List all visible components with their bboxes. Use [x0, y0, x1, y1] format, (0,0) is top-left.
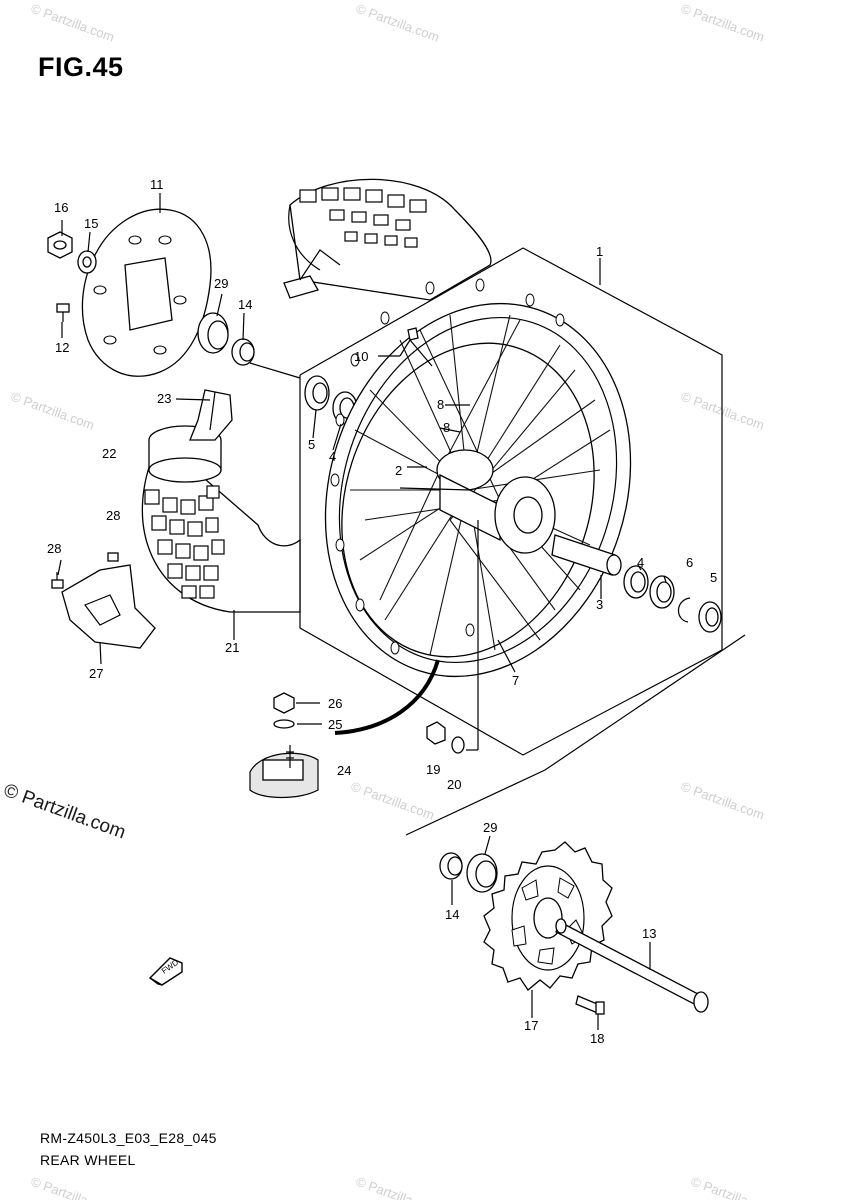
callout-5-left: 5 — [308, 437, 315, 452]
svg-text:© Partzilla.com: © Partzilla.com — [29, 1, 116, 45]
callout-28-upper: 28 — [106, 508, 120, 523]
bearing-right-1 — [623, 565, 649, 599]
callout-26: 26 — [328, 696, 342, 711]
disc-washer — [77, 250, 97, 274]
svg-text:© Partzilla.com: © Partzilla.com — [349, 779, 436, 823]
bearing-right-2 — [649, 575, 675, 609]
callout-28-lower: 28 — [47, 541, 61, 556]
svg-text:© Partzilla.com: © Partzilla.com — [29, 1174, 116, 1200]
callout-29-left: 29 — [214, 276, 228, 291]
callout-19: 19 — [426, 762, 440, 777]
callout-14-right: 14 — [445, 907, 459, 922]
oil-seal-right — [698, 601, 722, 633]
callout-4-right: 4 — [637, 555, 644, 570]
svg-text:© Partzilla.com: © Partzilla.com — [679, 389, 766, 433]
drawing-code: RM-Z450L3_E03_E28_045 — [40, 1130, 217, 1146]
callout-25: 25 — [328, 717, 342, 732]
rim-lock-washer — [273, 719, 295, 729]
rear-sprocket — [483, 841, 613, 991]
spoke-nut — [426, 721, 446, 745]
callout-13: 13 — [642, 926, 656, 941]
callout-23: 23 — [157, 391, 171, 406]
oil-seal-left — [304, 375, 330, 411]
svg-text:© Partzilla.com: © Partzilla.com — [9, 389, 96, 433]
rim-band — [334, 659, 440, 735]
callout-2: 2 — [395, 463, 402, 478]
rear-axle — [555, 918, 709, 1013]
callout-21: 21 — [225, 640, 239, 655]
tube-strap — [189, 389, 233, 441]
figure-title: FIG.45 — [38, 52, 124, 82]
disc-guard — [61, 552, 156, 649]
callout-7: 7 — [512, 673, 519, 688]
callout-14-left: 14 — [238, 297, 252, 312]
drawing-name: REAR WHEEL — [40, 1152, 136, 1168]
svg-text:© Partzilla.com: © Partzilla.com — [679, 779, 766, 823]
svg-text:© Partzilla.com: © Partzilla.com — [689, 1174, 776, 1200]
spacer-left — [231, 338, 255, 366]
svg-text:© Partzilla.com: © Partzilla.com — [679, 1, 766, 45]
leader-lines — [57, 193, 667, 1030]
wheel-hub — [436, 449, 556, 554]
wheel-collar — [551, 534, 622, 576]
brake-disc — [81, 208, 212, 377]
callout-24: 24 — [337, 763, 351, 778]
callout-3: 3 — [596, 597, 603, 612]
callout-20: 20 — [447, 777, 461, 792]
spoke-washer — [451, 736, 465, 754]
callout-12: 12 — [55, 340, 69, 355]
callout-16: 16 — [54, 200, 68, 215]
dust-seal-left — [197, 312, 229, 354]
circlip — [677, 597, 691, 623]
callout-8-bottom: 8 — [443, 420, 450, 435]
callout-22: 22 — [102, 446, 116, 461]
tire-section — [144, 425, 225, 599]
callout-5-right: 5 — [710, 570, 717, 585]
guard-bolt — [51, 572, 64, 589]
callout-15: 15 — [84, 216, 98, 231]
fwd-arrow-icon: FWD — [148, 957, 183, 986]
callout-27: 27 — [89, 666, 103, 681]
callout-29-right: 29 — [483, 820, 497, 835]
callout-11: 11 — [150, 177, 164, 192]
callout-8-top: 8 — [437, 397, 444, 412]
rim-lock-nut — [273, 692, 295, 714]
svg-text:© Partzilla.com: © Partzilla.com — [354, 1, 441, 45]
sprocket-frame — [405, 634, 746, 836]
callout-1: 1 — [596, 244, 603, 259]
callout-labels: 1 2 3 4 4 5 5 6 7 8 8 10 11 12 13 14 14 … — [47, 177, 717, 1046]
callout-4-left: 4 — [329, 449, 336, 464]
rim-lock — [407, 327, 419, 341]
callout-10: 10 — [354, 349, 368, 364]
rim-lock-body — [249, 745, 319, 799]
callout-6: 6 — [686, 555, 693, 570]
disc-nut — [47, 231, 73, 259]
svg-text:© Partzilla.com: © Partzilla.com — [354, 1174, 441, 1200]
callout-17: 17 — [524, 1018, 538, 1033]
dust-seal-right — [466, 853, 498, 893]
sprocket-bolt — [575, 995, 605, 1015]
disc-bolt — [56, 303, 70, 322]
spacer-right — [439, 852, 463, 880]
callout-18: 18 — [590, 1031, 604, 1046]
